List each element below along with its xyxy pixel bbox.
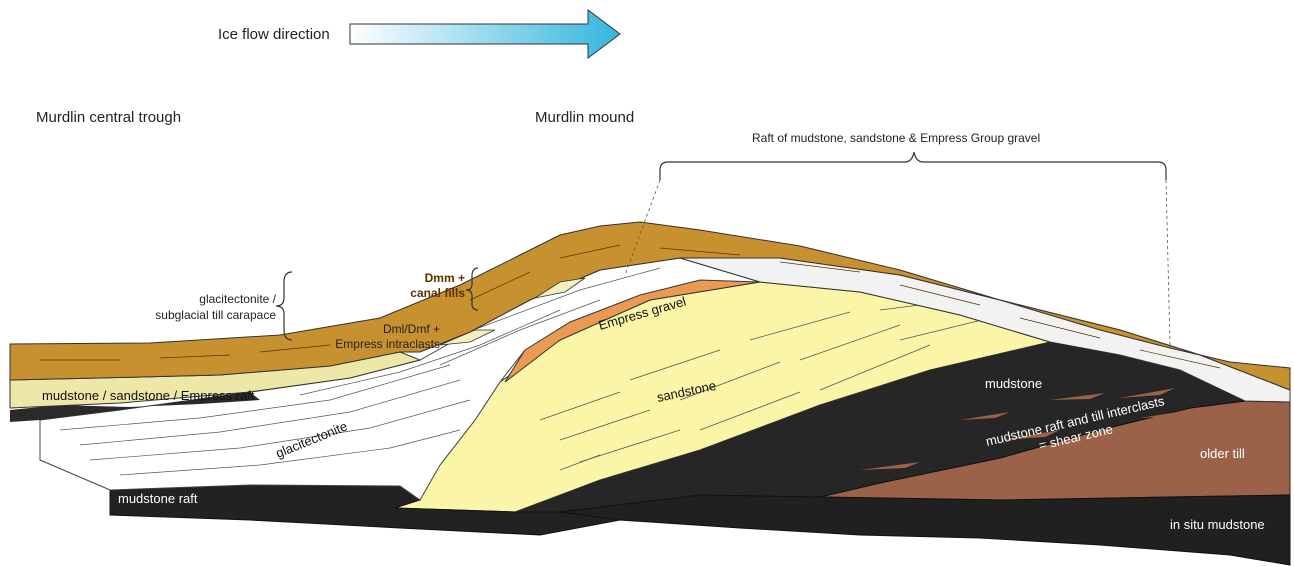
raft-heading: Raft of mudstone, sandstone & Empress Gr… <box>752 131 1040 145</box>
mound-heading: Murdlin mound <box>535 109 634 126</box>
carapace-label-line2: subglacial till carapace <box>155 308 276 322</box>
trough-heading: Murdlin central trough <box>36 109 181 126</box>
in-situ-mudstone-label: in situ mudstone <box>1170 517 1265 532</box>
ice-flow-arrow <box>350 10 620 58</box>
carapace-label-line1: glacitectonite / <box>199 292 276 306</box>
older-till-label: older till <box>1200 446 1245 461</box>
dmm-label-line2: canal fills <box>410 286 465 300</box>
dmm-label-line1: Dmm + <box>425 271 465 285</box>
dml-label-line2: Empress intraclasts <box>335 337 440 351</box>
dml-label-line1: Dml/Dmf + <box>383 322 440 336</box>
mudstone-label: mudstone <box>985 376 1042 391</box>
mudstone-raft-label: mudstone raft <box>118 491 198 506</box>
carapace-brace <box>276 272 292 340</box>
raft-bracket <box>660 152 1166 180</box>
ice-flow-label: Ice flow direction <box>218 26 330 43</box>
raft-leader-right <box>1166 180 1170 345</box>
pale-raft-label: mudstone / sandstone / Empress raft <box>42 388 255 403</box>
